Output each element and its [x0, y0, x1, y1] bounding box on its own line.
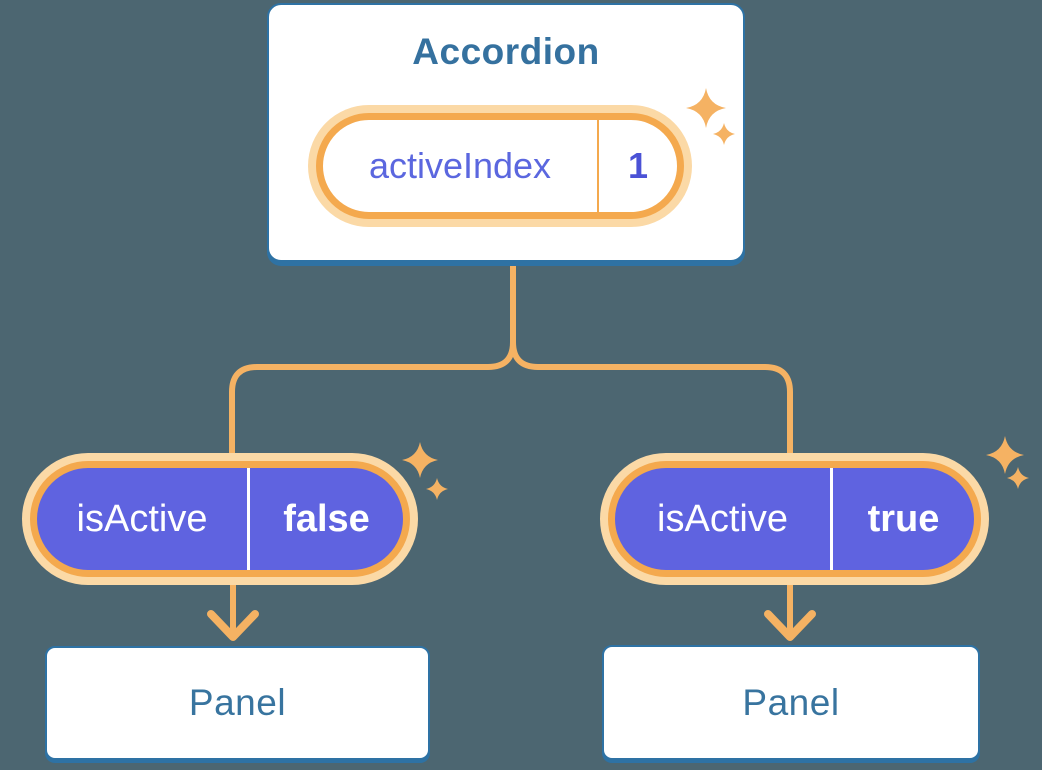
panel-card-left: Panel [45, 646, 430, 760]
state-label: isActive [657, 497, 788, 540]
pill-divider [247, 468, 250, 570]
state-value: true [867, 497, 940, 540]
state-pill-isactive-right: isActive true [608, 461, 981, 577]
state-value: 1 [627, 145, 649, 186]
sparkle-icon [713, 123, 735, 145]
sparkle-icon [1007, 467, 1029, 489]
sparkle-icon [402, 442, 438, 478]
panel-card-right: Panel [602, 645, 980, 760]
arrow-down-icon [207, 610, 259, 641]
panel-title: Panel [742, 681, 840, 723]
sparkle-icon [986, 436, 1024, 474]
accordion-title: Accordion [412, 31, 600, 72]
sparkle-icon [426, 478, 448, 500]
state-pill-activeindex: activeIndex 1 [316, 113, 684, 219]
state-value: false [283, 497, 370, 540]
pill-divider [597, 120, 599, 212]
panel-title: Panel [188, 682, 287, 723]
state-label: isActive [76, 497, 208, 540]
connector-branch-right [510, 262, 793, 470]
sparkle-icon [686, 88, 726, 128]
state-label: activeIndex [368, 145, 552, 186]
pill-divider [830, 468, 833, 570]
state-pill-isactive-left: isActive false [30, 461, 410, 577]
arrow-down-icon [764, 610, 816, 641]
